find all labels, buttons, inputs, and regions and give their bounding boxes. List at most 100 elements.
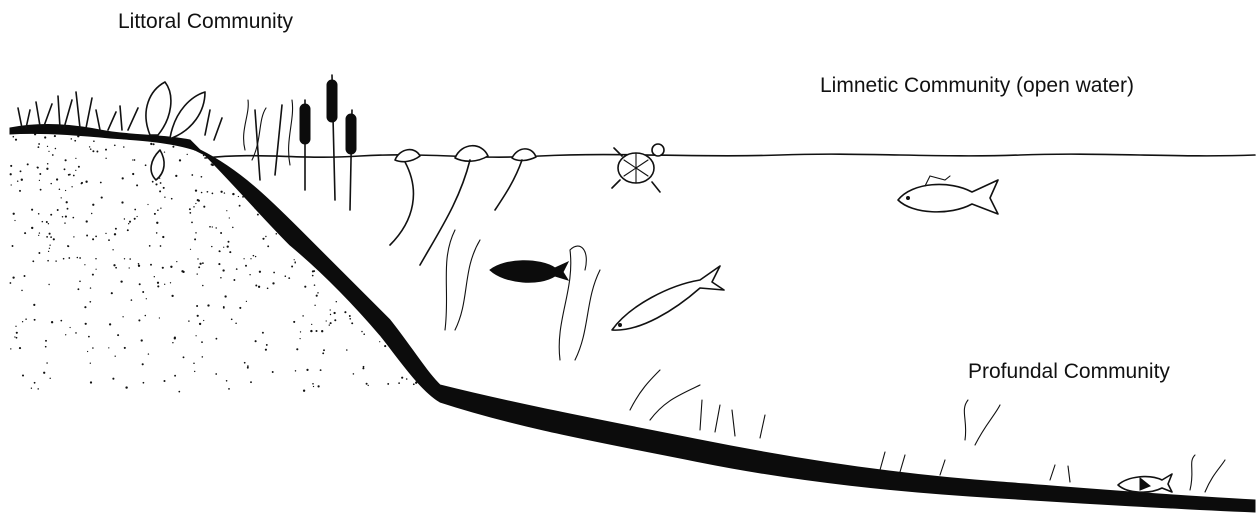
sand-dot: [17, 180, 18, 181]
sand-dot: [69, 174, 71, 176]
sand-dot: [203, 206, 205, 208]
sand-dot: [321, 330, 323, 332]
sand-dot: [156, 222, 158, 224]
sand-dot: [262, 332, 264, 334]
sand-dot: [313, 386, 314, 387]
sand-dot: [215, 227, 216, 228]
sand-dot: [111, 292, 113, 294]
sand-dot: [197, 273, 198, 274]
sand-dot: [65, 334, 66, 335]
sand-dot: [87, 351, 88, 352]
sand-dot: [233, 279, 235, 281]
sand-dot: [59, 189, 61, 191]
sand-dot: [143, 382, 145, 384]
sand-dot: [212, 226, 213, 227]
sand-dot: [89, 301, 91, 303]
sand-dot: [253, 255, 255, 257]
sand-dot: [47, 260, 49, 262]
sand-dot: [223, 307, 225, 309]
sand-dot: [294, 262, 296, 264]
sand-dot: [34, 382, 36, 384]
sand-dot: [85, 181, 87, 183]
sand-dot: [176, 261, 177, 262]
sand-dot: [54, 135, 56, 137]
sand-dot: [187, 154, 188, 155]
sand-dot: [195, 203, 196, 204]
sand-dot: [136, 216, 137, 217]
sand-dot: [45, 340, 47, 342]
sand-dot: [129, 221, 131, 223]
sand-dot: [39, 232, 40, 233]
sand-dot: [138, 265, 140, 267]
sand-dot: [224, 295, 226, 297]
sand-dot: [38, 213, 40, 215]
sand-dot: [191, 222, 193, 224]
sand-dot: [145, 315, 147, 317]
sand-dot: [160, 182, 162, 184]
sand-dot: [114, 144, 116, 146]
sand-dot: [311, 324, 312, 325]
sand-dot: [224, 192, 225, 193]
label-profundal-community: Profundal Community: [968, 360, 1170, 384]
sand-dot: [132, 173, 134, 175]
sand-dot: [198, 266, 200, 268]
sand-dot: [244, 362, 246, 364]
sand-dot: [209, 226, 211, 228]
sand-dot: [79, 281, 81, 283]
pale-fish: [612, 266, 724, 330]
sand-dot: [147, 204, 148, 205]
sand-dot: [195, 232, 196, 233]
sand-dot: [84, 306, 86, 308]
sand-dot: [101, 197, 103, 199]
sand-dot: [326, 320, 327, 321]
sand-dot: [336, 301, 337, 302]
sand-dot: [255, 340, 257, 342]
sand-dot: [226, 210, 227, 211]
sand-dot: [312, 383, 314, 385]
sand-dot: [255, 285, 257, 287]
sand-dot: [64, 168, 66, 170]
sand-dot: [201, 192, 203, 194]
sand-dot: [73, 217, 75, 219]
sand-dot: [153, 143, 155, 145]
sand-dot: [320, 369, 322, 371]
sand-dot: [294, 259, 295, 260]
sand-dot: [77, 288, 79, 290]
sand-dot: [105, 233, 106, 234]
sand-dot: [13, 213, 15, 215]
sand-dot: [156, 232, 158, 234]
sand-dot: [196, 305, 198, 307]
sand-dot: [51, 321, 53, 323]
sand-dot: [246, 301, 247, 302]
sand-dot: [250, 381, 252, 383]
sand-dot: [362, 367, 364, 369]
sand-dot: [302, 315, 304, 317]
sand-dot: [265, 236, 266, 237]
sand-dot: [105, 149, 107, 151]
sand-dot: [288, 277, 290, 279]
sand-dot: [197, 258, 198, 259]
sand-dot: [93, 140, 95, 142]
sand-dot: [226, 380, 228, 382]
sand-dot: [232, 227, 234, 229]
sand-dot: [85, 323, 87, 325]
bottom-fish: [1118, 474, 1172, 492]
sand-dot: [21, 179, 23, 181]
sand-dot: [124, 218, 125, 219]
sand-dot: [48, 223, 49, 224]
sand-dot: [39, 180, 40, 181]
sand-dot: [150, 143, 152, 145]
sand-dot: [384, 345, 386, 347]
sand-dot: [247, 367, 249, 369]
sand-dot: [330, 309, 331, 310]
sand-dot: [152, 181, 154, 183]
sand-dot: [334, 319, 336, 321]
sand-dot: [175, 175, 177, 177]
sand-dot: [314, 305, 315, 306]
sand-dot: [236, 268, 238, 270]
sand-dot: [92, 347, 94, 349]
sand-dot: [49, 378, 50, 379]
sand-dot: [368, 385, 369, 386]
sand-dot: [21, 290, 23, 292]
sand-dot: [42, 221, 44, 223]
